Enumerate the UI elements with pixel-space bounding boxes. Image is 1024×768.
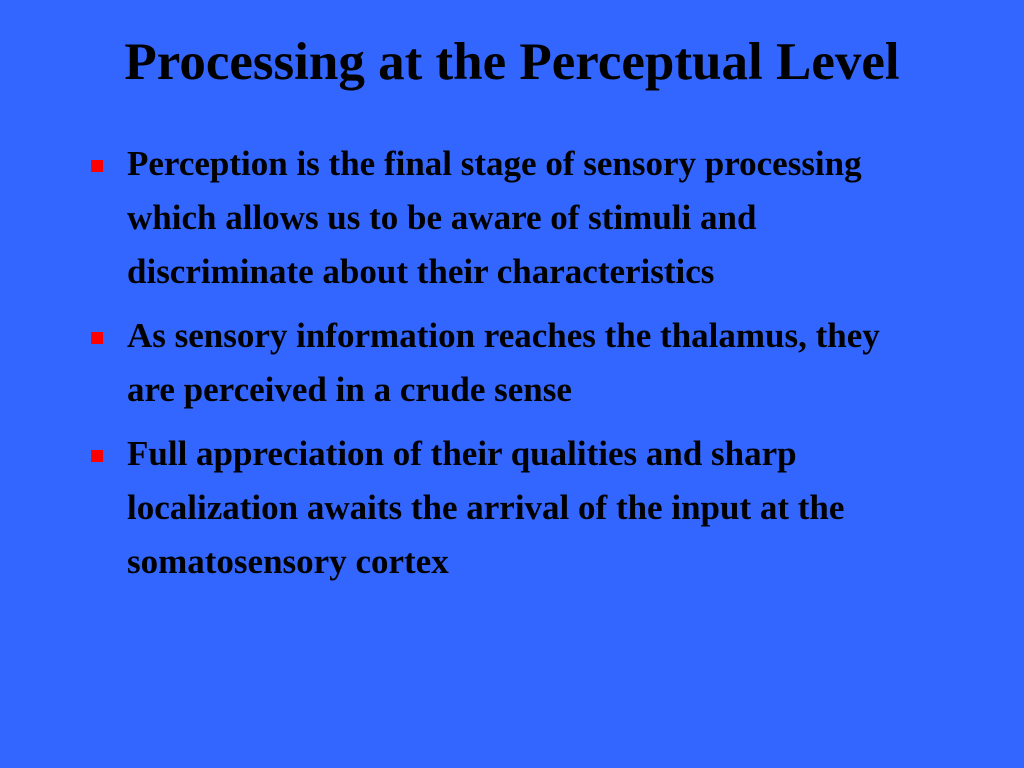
slide-title: Processing at the Perceptual Level [124, 33, 900, 91]
bullet-text: Perception is the final stage of sensory… [127, 144, 862, 291]
square-bullet-icon [91, 160, 103, 172]
bullet-list: Perception is the final stage of sensory… [88, 137, 918, 599]
bullet-item-3: Full appreciation of their qualities and… [88, 427, 918, 589]
bullet-text: As sensory information reaches the thala… [127, 316, 880, 409]
square-bullet-icon [91, 332, 103, 344]
bullet-text: Full appreciation of their qualities and… [127, 434, 845, 581]
bullet-item-1: Perception is the final stage of sensory… [88, 137, 918, 299]
square-bullet-icon [91, 450, 103, 462]
bullet-item-2: As sensory information reaches the thala… [88, 309, 918, 417]
